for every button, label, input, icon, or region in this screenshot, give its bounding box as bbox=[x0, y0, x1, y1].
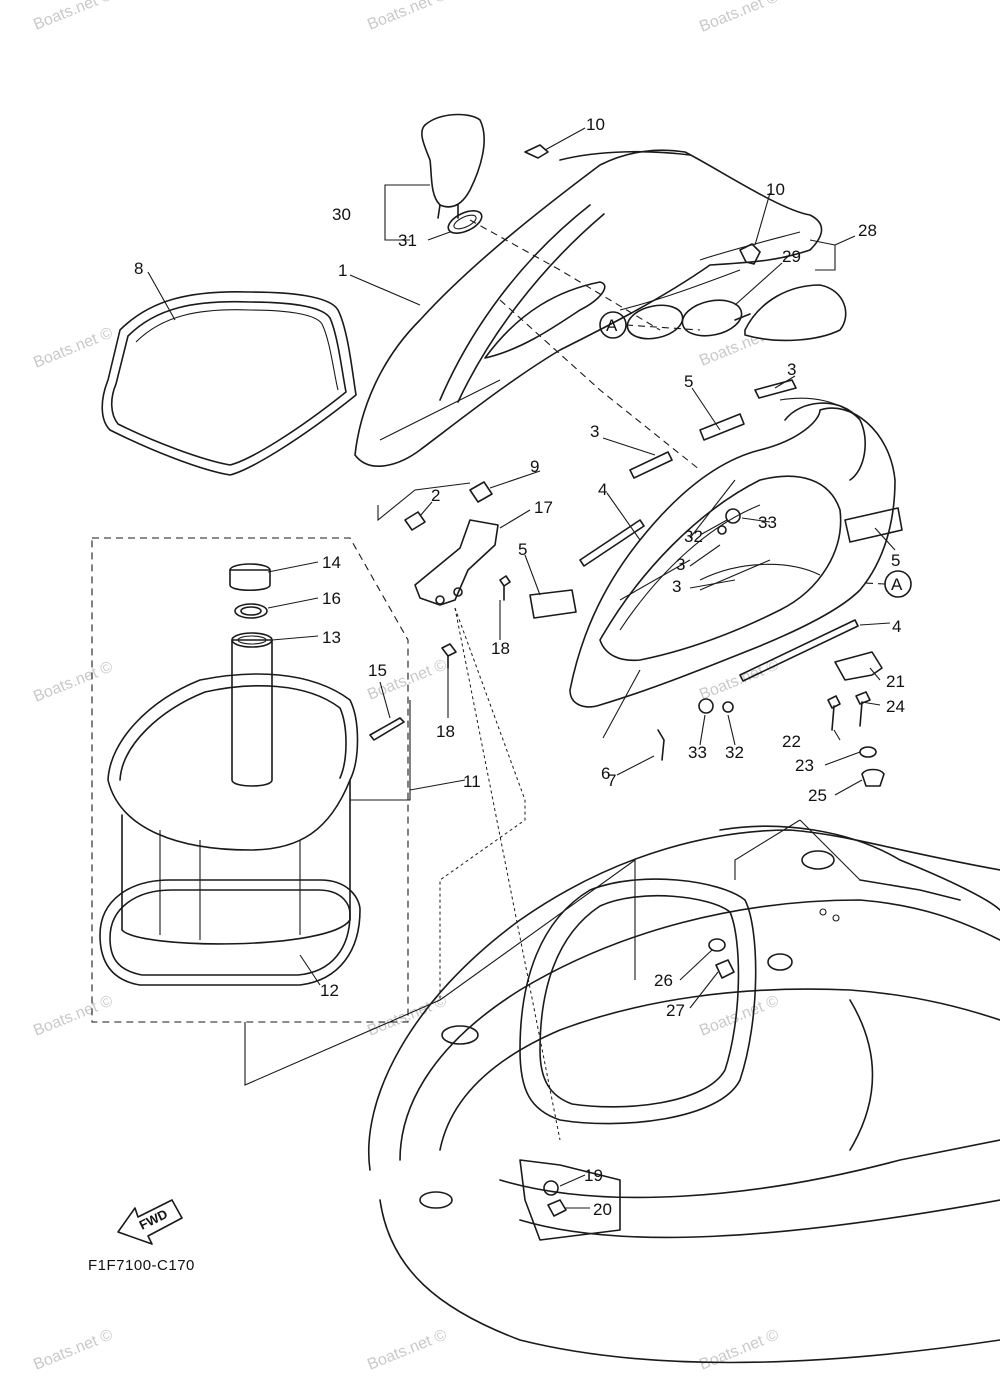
watermark: Boats.net © bbox=[697, 0, 781, 36]
part-label: 8 bbox=[134, 259, 143, 278]
part-label: 24 bbox=[886, 697, 905, 716]
part-label: 3 bbox=[787, 360, 796, 379]
part-number-labels: 1 2 3 3 3 3 4 4 5 5 5 6 7 8 9 10 10 11 1… bbox=[134, 115, 905, 1219]
part-7-rivet bbox=[657, 729, 665, 761]
fwd-label: FWD bbox=[137, 1206, 170, 1232]
watermark: Boats.net © bbox=[31, 324, 115, 371]
part-18-bolts bbox=[441, 575, 511, 669]
fwd-direction-arrow: FWD bbox=[117, 1199, 183, 1245]
figure-code: F1F7100-C170 bbox=[88, 1257, 195, 1274]
part-label: 4 bbox=[892, 617, 901, 636]
part-label: 5 bbox=[684, 372, 693, 391]
part-label: 12 bbox=[320, 981, 339, 1000]
part-label: 18 bbox=[491, 639, 510, 658]
part-label: 23 bbox=[795, 756, 814, 775]
part-21-25-hardware bbox=[827, 651, 885, 787]
hull-body bbox=[368, 825, 1000, 1364]
part-label: 33 bbox=[758, 513, 777, 532]
assembly-lines bbox=[244, 219, 861, 1141]
part-label: 3 bbox=[672, 577, 681, 596]
part-label: 14 bbox=[322, 553, 341, 572]
watermark: Boats.net © bbox=[31, 1326, 115, 1373]
part-label: 30 bbox=[332, 205, 351, 224]
part-label: 18 bbox=[436, 722, 455, 741]
part-label: 4 bbox=[598, 480, 607, 499]
part-17-bracket bbox=[404, 481, 499, 606]
part-label: 32 bbox=[684, 527, 703, 546]
part-label: 32 bbox=[725, 743, 744, 762]
part-label: 5 bbox=[891, 551, 900, 570]
part-label: 31 bbox=[398, 231, 417, 250]
reference-marker-label: A bbox=[606, 316, 618, 335]
part-label: 2 bbox=[431, 486, 440, 505]
part-label: 28 bbox=[858, 221, 877, 240]
watermark: Boats.net © bbox=[31, 0, 115, 34]
watermark: Boats.net © bbox=[31, 992, 115, 1039]
part-label: 7 bbox=[607, 771, 616, 790]
decals bbox=[529, 379, 903, 682]
part-label: 6 bbox=[601, 764, 610, 783]
part-label: 3 bbox=[590, 422, 599, 441]
part-label: 16 bbox=[322, 589, 341, 608]
watermark: Boats.net © bbox=[365, 1326, 449, 1373]
part-label: 5 bbox=[518, 540, 527, 559]
part-label: 11 bbox=[463, 772, 481, 791]
part-6-rear-deck bbox=[569, 397, 896, 708]
part-label: 20 bbox=[593, 1200, 612, 1219]
part-label: 9 bbox=[530, 457, 539, 476]
part-label: 33 bbox=[688, 743, 707, 762]
part-1-front-cover bbox=[354, 149, 823, 467]
label-leaders bbox=[147, 127, 896, 1209]
part-label: 29 bbox=[782, 247, 801, 266]
reference-marker-label: A bbox=[891, 575, 903, 594]
part-32-33-fasteners bbox=[698, 508, 741, 714]
part-label: 25 bbox=[808, 786, 827, 805]
watermark: Boats.net © bbox=[31, 658, 115, 705]
part-label: 3 bbox=[676, 555, 685, 574]
part-28-mirror bbox=[626, 284, 847, 342]
part-label: 19 bbox=[584, 1166, 603, 1185]
part-11-storage-bin bbox=[99, 563, 405, 986]
watermark: Boats.net © bbox=[365, 992, 449, 1039]
part-label: 17 bbox=[534, 498, 553, 517]
part-30-headrest bbox=[421, 113, 485, 234]
part-10-clip bbox=[524, 144, 761, 265]
watermark: Boats.net © bbox=[697, 992, 781, 1039]
watermark: Boats.net © bbox=[365, 0, 449, 34]
part-label: 15 bbox=[368, 661, 387, 680]
part-label: 22 bbox=[782, 732, 801, 751]
part-label: 26 bbox=[654, 971, 673, 990]
part-8-seal-gasket bbox=[101, 290, 357, 476]
storage-bin-group-outline bbox=[91, 537, 409, 1023]
watermark: Boats.net © bbox=[697, 1326, 781, 1373]
part-label: 1 bbox=[338, 261, 347, 280]
part-label: 10 bbox=[586, 115, 605, 134]
part-label: 10 bbox=[766, 180, 785, 199]
part-label: 27 bbox=[666, 1001, 685, 1020]
part-label: 21 bbox=[886, 672, 905, 691]
part-label: 13 bbox=[322, 628, 341, 647]
